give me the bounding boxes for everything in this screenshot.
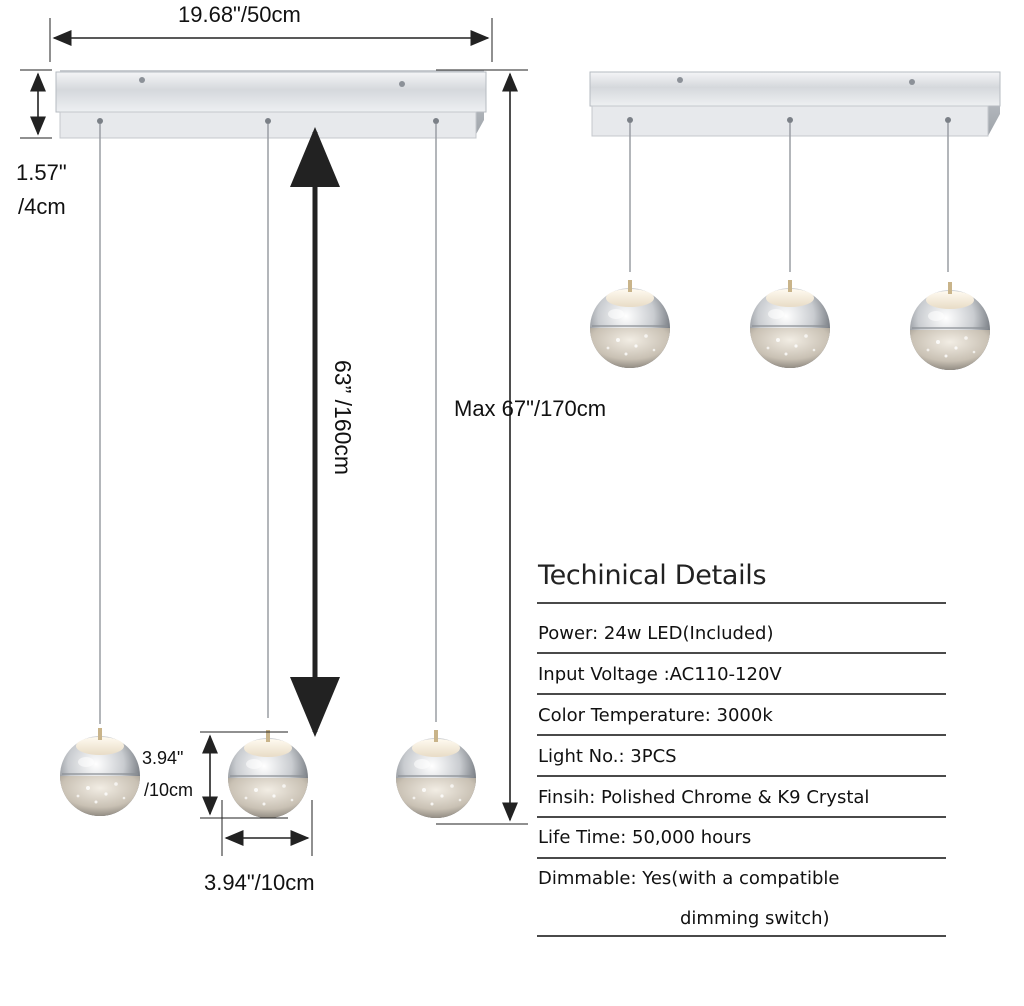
left-ball-2 <box>227 729 309 819</box>
ball-width-label: 3.94"/10cm <box>204 870 315 895</box>
spec-finish: Finsih: Polished Chrome & K9 Crystal <box>538 787 870 808</box>
dimension-lines <box>20 18 528 856</box>
right-ball-1 <box>589 279 671 369</box>
right-ball-2 <box>749 279 831 369</box>
spec-divider <box>537 857 946 859</box>
max-height-label: Max 67"/170cm <box>454 396 607 421</box>
spec-divider <box>537 652 946 654</box>
spec-dimmable-continuation: dimming switch) <box>680 908 830 929</box>
spec-dimmable: Dimmable: Yes(with a compatible <box>538 868 840 889</box>
left-fixture <box>55 70 487 819</box>
ball-height-label-line1: 3.94" <box>142 748 184 768</box>
right-ball-3 <box>909 281 991 371</box>
ball-height-label-line2: /10cm <box>144 780 194 800</box>
spec-light-number: Light No.: 3PCS <box>538 746 677 767</box>
spec-divider <box>537 775 946 777</box>
spec-color-temperature: Color Temperature: 3000k <box>538 705 773 726</box>
right-canopy-plate <box>589 71 1001 107</box>
specs-title: Techinical Details <box>538 560 767 591</box>
spec-input-voltage: Input Voltage :AC110-120V <box>538 664 782 685</box>
spec-divider <box>537 734 946 736</box>
spec-divider <box>537 816 946 818</box>
spec-power: Power: 24w LED(Included) <box>538 623 774 644</box>
left-canopy-plate <box>55 71 487 113</box>
canopy-height-label-line1: 1.57" <box>16 160 67 185</box>
canopy-height-label-line2: /4cm <box>18 194 66 219</box>
spec-divider <box>537 693 946 695</box>
left-ball-3 <box>395 729 477 819</box>
cord-length-label: 63” /160cm <box>330 360 356 476</box>
spec-life-time: Life Time: 50,000 hours <box>538 827 752 848</box>
specs-divider <box>537 602 946 604</box>
width-label: 19.68"/50cm <box>178 2 301 27</box>
spec-divider <box>537 935 946 937</box>
left-ball-1 <box>59 727 141 817</box>
right-fixture <box>589 71 1001 371</box>
